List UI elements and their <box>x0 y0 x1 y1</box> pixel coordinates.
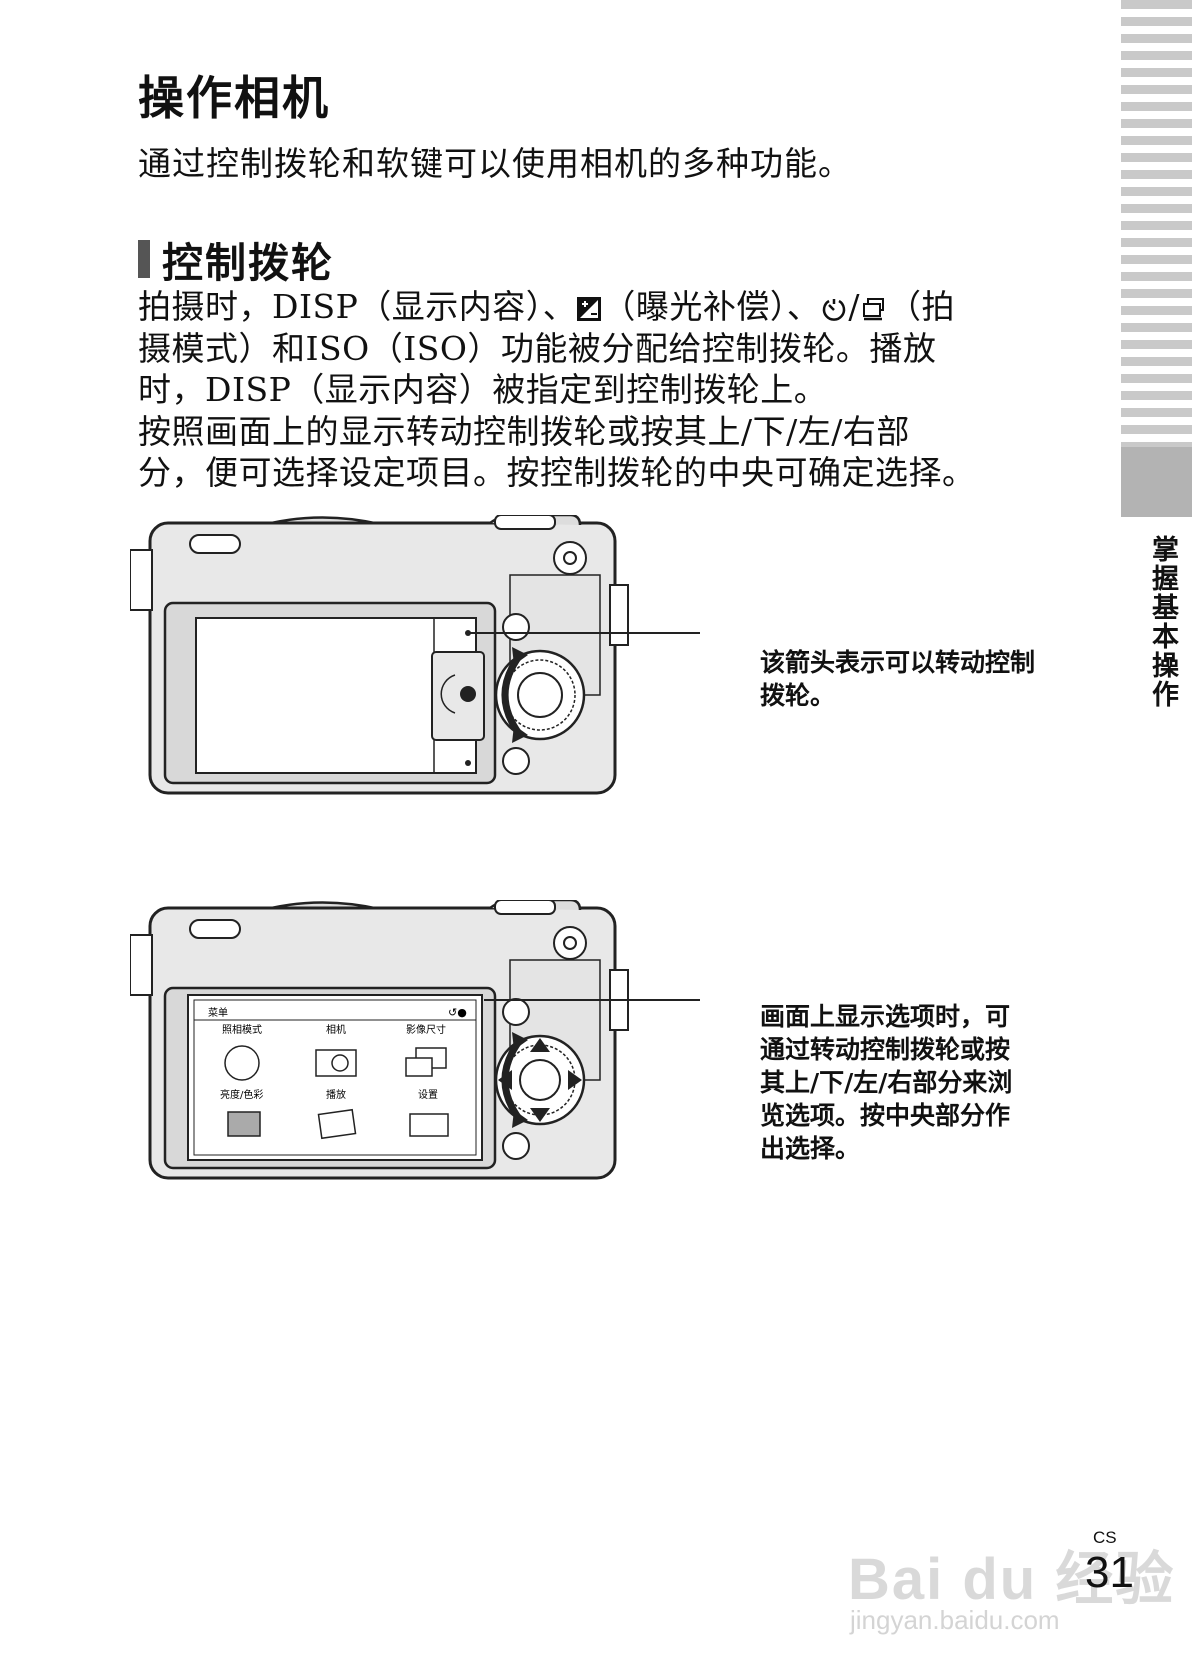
page-title: 操作相机 <box>138 71 330 125</box>
callout-line: 通过转动控制拨轮或按 <box>760 1035 1011 1064</box>
page-number: 31 <box>1085 1548 1134 1597</box>
body-line: 时，DISP（显示内容）被指定到控制拨轮上。 <box>138 370 828 409</box>
camera-back-illustration-1 <box>130 515 700 795</box>
menu-header: 菜单 <box>208 1007 228 1019</box>
menu-item-brightness: 亮度/色彩 <box>220 1088 263 1101</box>
menu-item-camera: 相机 <box>326 1023 346 1036</box>
menu-item-playback: 播放 <box>326 1088 346 1101</box>
section-marker <box>138 240 150 278</box>
body-line: 按照画面上的显示转动控制拨轮或按其上/下/左/右部 <box>138 411 910 451</box>
callout-line: 其上/下/左/右部分来浏 <box>760 1068 1013 1097</box>
callout-line: 该箭头表示可以转动控制 <box>760 648 1036 677</box>
body-text-part: / <box>848 287 860 326</box>
body-line: 拍摄时，DISP（显示内容）、 （曝光补偿）、 / （拍 <box>138 286 1098 328</box>
body-line: 分，便可选择设定项目。按控制拨轮的中央可确定选择。 <box>138 453 976 492</box>
body-text-part: （曝光补偿）、 <box>602 287 821 326</box>
page-language: CS <box>1093 1528 1117 1547</box>
side-tab-marker <box>1121 447 1192 517</box>
body-line: 摄模式）和ISO（ISO）功能被分配给控制拨轮。播放 <box>138 328 937 368</box>
intro-text: 通过控制拨轮和软键可以使用相机的多种功能。 <box>138 144 852 183</box>
menu-item-image-size: 影像尺寸 <box>406 1023 446 1036</box>
body-text-part: 拍摄时，DISP（显示内容）、 <box>138 287 577 326</box>
section-body: 拍摄时，DISP（显示内容）、 （曝光补偿）、 / （拍 摄模式）和ISO（ISO）功… <box>138 286 1098 494</box>
menu-item-shoot-mode: 照相模式 <box>222 1023 262 1036</box>
section-heading: 控制拨轮 <box>138 229 334 289</box>
baidu-watermark-url: jingyan.baidu.com <box>850 1605 1060 1635</box>
callout-line: 画面上显示选项时，可 <box>760 1002 1011 1031</box>
callout-line: 览选项。按中央部分作 <box>760 1101 1011 1130</box>
exposure-compensation-icon <box>577 297 602 321</box>
callout-line: 拨轮。 <box>760 681 836 710</box>
side-tab-label: 掌握基本操作 <box>1147 535 1178 709</box>
menu-back-icon: ↺● <box>448 1006 467 1019</box>
callout-line: 出选择。 <box>760 1134 861 1163</box>
menu-item-setup: 设置 <box>418 1089 438 1101</box>
callout-rotate-dial: 该箭头表示可以转动控制 拨轮。 <box>760 646 1080 712</box>
camera-back-illustration-2: 菜单 ↺● 照相模式 相机 影像尺寸 亮度/色彩 播放 设置 <box>130 900 700 1180</box>
section-title: 控制拨轮 <box>162 239 334 287</box>
callout-browse-options: 画面上显示选项时，可 通过转动控制拨轮或按 其上/下/左/右部分来浏 览选项。按… <box>760 1000 1070 1165</box>
self-timer-icon <box>823 299 846 321</box>
body-text-part: （拍 <box>887 287 955 326</box>
baidu-watermark: Bai du 经验 <box>848 1547 1176 1612</box>
side-tab-stripes <box>1121 0 1192 510</box>
drive-mode-icon <box>862 298 884 321</box>
